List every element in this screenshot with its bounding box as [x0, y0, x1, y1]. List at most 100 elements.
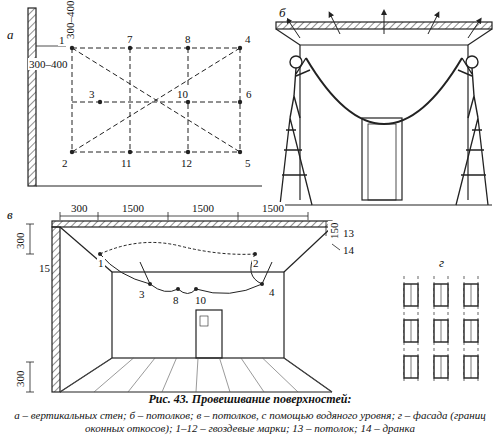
dimension: 300–400	[28, 58, 69, 70]
direction-arrow	[288, 12, 480, 38]
panel-letter: в	[6, 208, 14, 222]
dimension-line	[332, 244, 340, 250]
worker	[290, 56, 478, 118]
dimension-line	[26, 362, 34, 363]
facade-windows	[471, 284, 472, 306]
callout-number: 3	[88, 88, 96, 100]
facade-windows	[441, 320, 442, 342]
dimension: 1500	[261, 202, 285, 214]
room-perspective	[60, 358, 112, 392]
facade-windows	[404, 284, 418, 306]
plumb-grid	[72, 48, 240, 49]
dimension-line	[238, 212, 239, 220]
facade-windows	[404, 320, 418, 342]
callout-number: 8	[172, 294, 180, 306]
facade-windows	[434, 284, 448, 306]
callout-number: 12	[180, 157, 193, 169]
direction-arrow	[330, 14, 340, 34]
figure-caption: а – вертикальных стен; б – потолков; в –…	[12, 409, 488, 435]
facade-windows	[434, 320, 448, 342]
callout-number: 7	[126, 33, 134, 45]
nail-mark	[70, 46, 242, 154]
ladder	[280, 118, 312, 205]
panel-letter: б	[278, 6, 287, 20]
facade-windows	[471, 320, 472, 342]
facade-windows	[441, 356, 442, 378]
nail-mark	[186, 150, 190, 154]
callout-number: 4	[244, 33, 252, 45]
callout-number: 3	[138, 288, 146, 300]
nail-mark	[260, 282, 264, 286]
floorboards	[263, 358, 299, 392]
plumb-grid	[72, 48, 240, 152]
nail-mark	[186, 100, 190, 104]
callout-number: 1	[97, 257, 105, 269]
room-perspective	[200, 316, 208, 326]
facade-windows	[411, 284, 412, 306]
dimension: 300–400	[64, 0, 76, 40]
room-perspective	[52, 227, 60, 392]
nail-mark	[238, 150, 242, 154]
room-perspective	[112, 272, 284, 358]
dimension-line	[60, 212, 61, 220]
facade-windows	[441, 284, 442, 306]
dimension-line	[30, 362, 31, 392]
floorboards	[162, 358, 177, 392]
callout-number: 10	[176, 88, 189, 100]
dimension-line	[26, 254, 34, 255]
plumb-cord	[306, 58, 462, 124]
callout-number: 15	[38, 262, 51, 274]
dimension: 1500	[121, 202, 145, 214]
dimension-line	[168, 212, 169, 220]
nail-mark	[70, 46, 74, 50]
direction-arrow	[468, 20, 480, 38]
dimension-line	[26, 224, 34, 225]
nail-mark	[98, 252, 264, 291]
floorboards	[241, 358, 264, 392]
dimension-line	[26, 392, 34, 393]
dimension: 300	[14, 370, 26, 389]
callout-number: 6	[245, 88, 253, 100]
ceiling-room	[368, 124, 396, 200]
direction-arrow	[428, 14, 438, 34]
water-level-hose	[100, 242, 272, 293]
floorboards	[220, 358, 231, 392]
water-level-hose	[150, 284, 262, 294]
panel-letter: г	[438, 256, 445, 270]
direction-arrow	[288, 20, 300, 38]
wall-elevation	[36, 185, 262, 186]
nail-mark	[128, 46, 132, 50]
figure-title: Рис. 43. Провешивание поверхностей:	[10, 392, 490, 407]
nail-mark	[98, 252, 102, 256]
callout-number: 11	[120, 157, 133, 169]
facade-windows	[464, 320, 478, 342]
wall-elevation	[28, 8, 36, 186]
nail-mark	[238, 100, 242, 104]
facade-windows	[411, 356, 412, 378]
nail-mark	[70, 150, 74, 154]
plumb-grid	[72, 152, 240, 153]
ladder	[280, 118, 488, 205]
ladder	[456, 118, 488, 205]
callout-number: 10	[194, 294, 207, 306]
callout-number: 5	[244, 157, 252, 169]
nail-mark	[98, 100, 102, 104]
dimension-line	[308, 212, 309, 220]
dimension: 150	[328, 222, 340, 241]
facade-windows	[434, 356, 448, 378]
dimension-line	[26, 212, 340, 392]
callout-number: 14	[342, 244, 355, 256]
dimension-line	[60, 216, 308, 217]
dimension-line	[98, 212, 99, 220]
callout-number: 2	[252, 257, 260, 269]
ceiling-room	[276, 204, 492, 205]
callout-number: 4	[268, 286, 276, 298]
ceiling-room	[362, 118, 402, 200]
plumb-grid	[130, 48, 131, 152]
room-perspective	[52, 221, 332, 392]
callout-number: 2	[61, 157, 69, 169]
callout-number: 13	[342, 227, 355, 239]
nail-mark	[194, 287, 198, 291]
